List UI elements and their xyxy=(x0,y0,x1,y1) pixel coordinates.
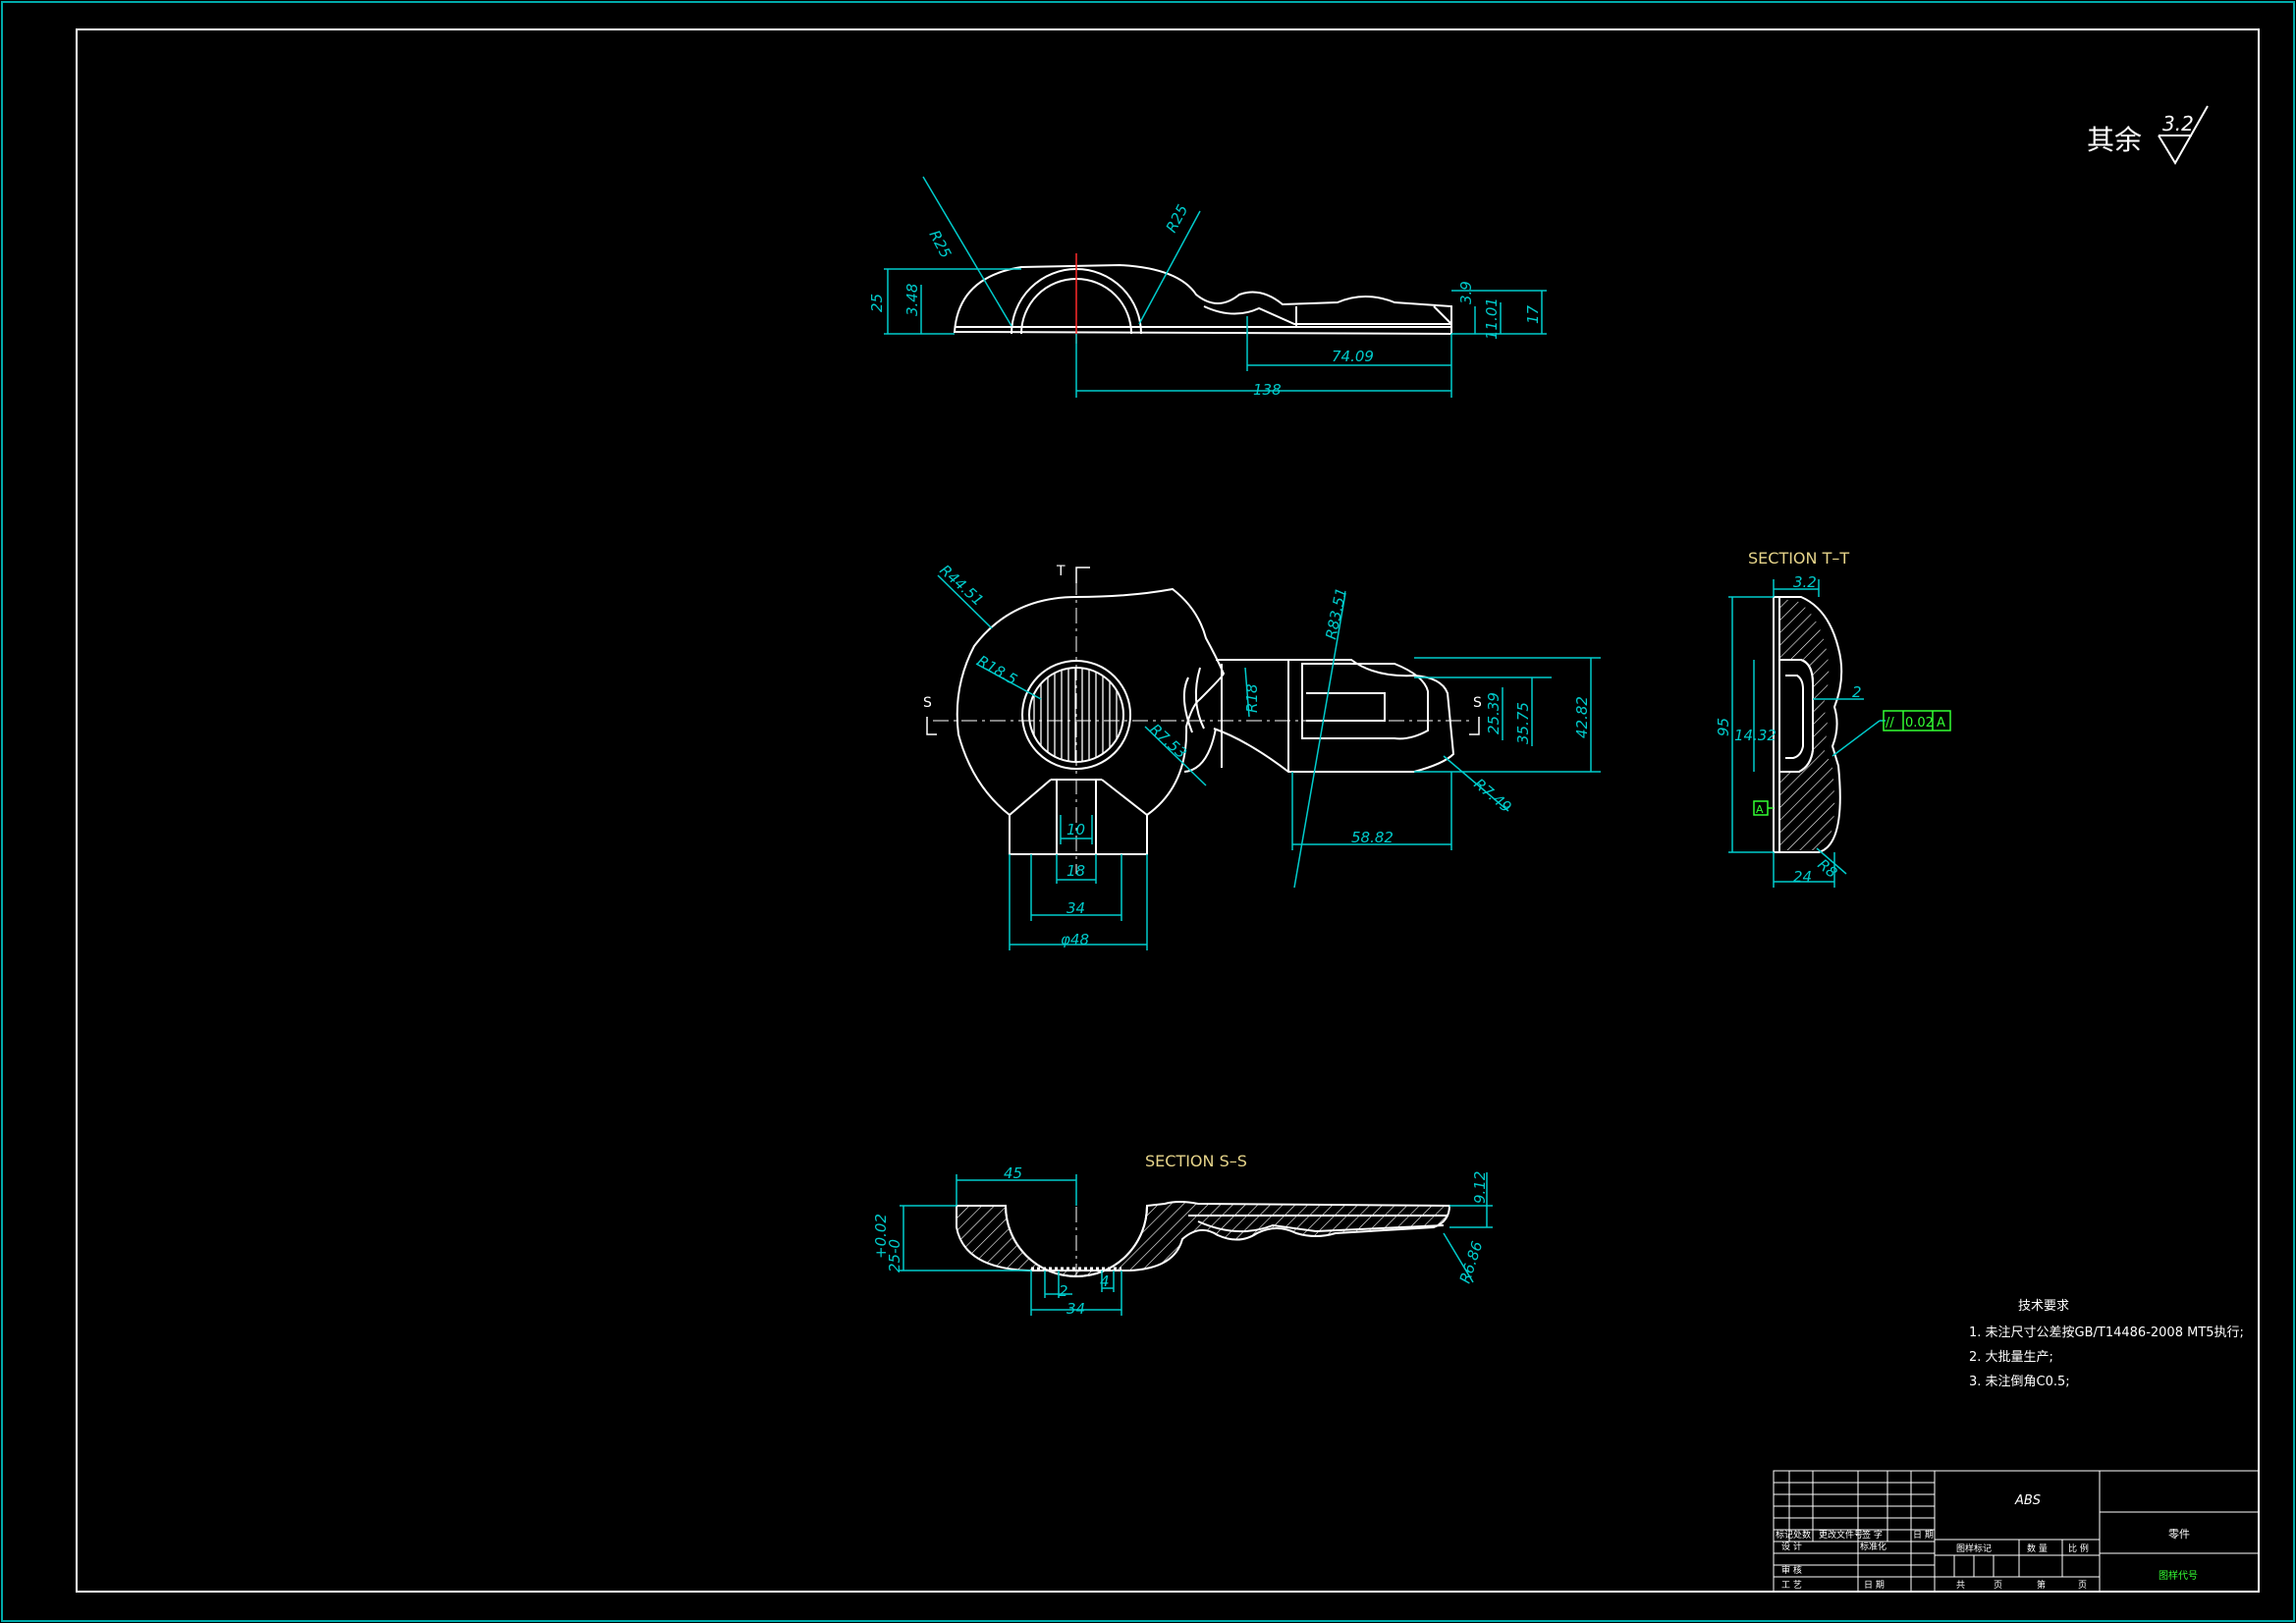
rev-header: 日 期 xyxy=(1913,1530,1934,1541)
top-view-outline xyxy=(953,263,1452,336)
dim-label: R18 xyxy=(1243,683,1261,713)
dim-label: 3.9 xyxy=(1457,281,1475,304)
dim-label: R83.51 xyxy=(1322,586,1350,641)
dim-label: 18 xyxy=(1066,862,1085,880)
rev-header: 标记 xyxy=(1776,1529,1793,1541)
row-label: 工 艺 xyxy=(1781,1580,1802,1591)
dim-label: +0.02 xyxy=(872,1214,890,1259)
tech-req-item: 1. 未注尺寸公差按GB/T14486-2008 MT5执行; xyxy=(1969,1325,2244,1340)
geometric-tolerance-frame: // 0.02 A xyxy=(1883,710,1951,731)
mid-header: 图样标记 xyxy=(1956,1542,1992,1554)
row-label: 设 计 xyxy=(1781,1541,1802,1552)
sheet-label: 页 xyxy=(2078,1580,2087,1591)
dim-label: 34 xyxy=(1066,1300,1085,1318)
dim-label: 45 xyxy=(1004,1164,1022,1182)
title-block-text: ABS 零件 图样代号 标记 处数 更改文件号 签 字 日 期 设 计 标准化 … xyxy=(1776,1493,2198,1591)
dim-label: 74.09 xyxy=(1332,348,1374,365)
sheet-label: 页 xyxy=(1994,1580,2002,1591)
datum-marker: A xyxy=(1753,800,1774,816)
dim-label: 42.82 xyxy=(1573,696,1591,738)
dim-label: R25 xyxy=(1163,201,1192,236)
top-view xyxy=(953,253,1452,344)
main-view-dimensions xyxy=(937,574,1601,950)
tech-req-item: 2. 大批量生产; xyxy=(1969,1350,2053,1365)
section-tt-outline xyxy=(1773,596,1843,853)
dim-label: R25 xyxy=(925,227,955,261)
dim-label: 25-0 xyxy=(886,1239,903,1272)
dim-label: 25.39 xyxy=(1485,692,1503,734)
datum-label: A xyxy=(1756,803,1764,816)
finish-label: 其余 xyxy=(2087,124,2142,156)
dim-label: R18.5 xyxy=(974,652,1020,689)
tolerance-symbol: // xyxy=(1886,716,1894,730)
dim-label: 17 xyxy=(1524,304,1542,324)
section-tt-title: SECTION T–T xyxy=(1748,549,1849,568)
section-cut-markers xyxy=(926,567,1480,735)
main-view-centerlines xyxy=(933,579,1473,874)
dim-label: 3.2 xyxy=(1793,573,1817,591)
main-view-outline xyxy=(956,587,1226,855)
dim-label: 58.82 xyxy=(1351,829,1394,846)
mid-header: 比 例 xyxy=(2068,1542,2089,1554)
finish-symbol-icon xyxy=(2158,105,2209,165)
dim-label: 10 xyxy=(1066,821,1085,839)
section-mark: S xyxy=(923,695,932,711)
dim-label: 3.48 xyxy=(903,284,921,316)
section-tt-dimensions xyxy=(1728,579,1886,888)
section-ss-title: SECTION S–S xyxy=(1145,1152,1247,1170)
title-material: ABS xyxy=(2014,1493,2041,1508)
dim-label: φ48 xyxy=(1061,931,1089,948)
title-block xyxy=(1773,1470,2260,1593)
title-drawing-no: 图样代号 xyxy=(2159,1569,2198,1582)
dim-label: R7.49 xyxy=(1470,775,1514,816)
dim-label: 2 xyxy=(1852,683,1862,701)
section-tt xyxy=(1773,596,1843,853)
dim-label: 138 xyxy=(1253,381,1282,399)
section-marks: T S S xyxy=(923,564,1482,711)
dim-label: 11.01 xyxy=(1483,298,1501,340)
row-label: 标准化 xyxy=(1860,1541,1886,1552)
technical-requirements: 技术要求 1. 未注尺寸公差按GB/T14486-2008 MT5执行; 2. … xyxy=(1969,1294,2244,1394)
sheet-label: 共 xyxy=(1956,1580,1965,1591)
dim-label: R44.51 xyxy=(936,562,987,610)
section-ss xyxy=(956,1201,1451,1277)
tech-req-item: 3. 未注倒角C0.5; xyxy=(1969,1375,2070,1389)
dim-label: R7.53 xyxy=(1146,721,1190,763)
section-ss-dimensions xyxy=(900,1172,1493,1316)
tech-req-title: 技术要求 xyxy=(2018,1299,2070,1314)
title-part: 零件 xyxy=(2168,1528,2190,1541)
dim-label: 14.32 xyxy=(1734,727,1777,744)
row-label: 日 期 xyxy=(1864,1580,1885,1591)
dim-label: 4 xyxy=(1100,1272,1110,1290)
section-mark: S xyxy=(1473,695,1482,711)
inner-frame xyxy=(76,28,2260,1593)
boss-circle xyxy=(1021,660,1131,770)
tolerance-datum: A xyxy=(1937,716,1945,730)
tolerance-value: 0.02 xyxy=(1905,716,1934,730)
sheet-label: 第 xyxy=(2037,1579,2046,1591)
rev-header: 签 字 xyxy=(1862,1529,1883,1541)
dim-label: R8 xyxy=(1814,855,1840,882)
surface-finish-note: 其余 3.2 xyxy=(2087,105,2209,165)
dim-label: 24 xyxy=(1793,868,1812,886)
dim-label: 95 xyxy=(1715,718,1732,736)
top-view-dimensions xyxy=(884,176,1547,398)
row-label: 审 核 xyxy=(1781,1564,1802,1576)
dim-label: 35.75 xyxy=(1514,702,1532,744)
dim-label: 34 xyxy=(1066,899,1085,917)
rev-header: 更改文件号 xyxy=(1819,1529,1863,1541)
dim-label: 25 xyxy=(868,294,886,312)
dim-label: 9.12 xyxy=(1471,1171,1489,1204)
rev-header: 处数 xyxy=(1793,1529,1811,1541)
finish-value: 3.2 xyxy=(2162,112,2194,135)
mid-header: 数 量 xyxy=(2027,1542,2048,1554)
section-mark: T xyxy=(1056,564,1066,579)
dim-label: 2 xyxy=(1059,1282,1068,1300)
main-view xyxy=(956,587,1455,855)
